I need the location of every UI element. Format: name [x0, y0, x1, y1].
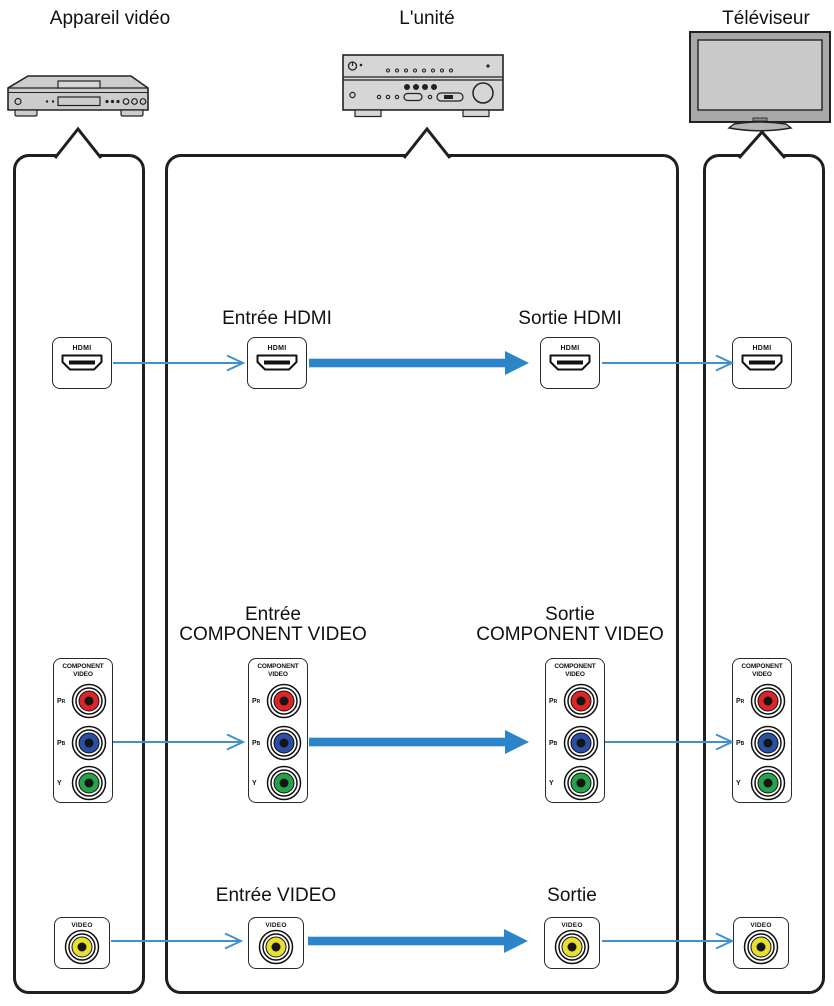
- y-rca-jack-icon: [71, 765, 107, 801]
- pb-jack-label: PB: [736, 739, 745, 747]
- hdmi-connector-icon: [741, 354, 783, 371]
- hdmi-jack-label: HDMI: [560, 345, 580, 352]
- video-rca-jack-icon: [64, 929, 100, 965]
- pr-jack-label: PR: [736, 697, 745, 705]
- video-jack-tv: VIDEO: [733, 917, 789, 969]
- hdmi-jack-video-device: HDMI: [52, 337, 112, 389]
- tv-panel: [703, 154, 825, 994]
- y-jack-label: Y: [57, 779, 62, 787]
- hdmi-connector-icon: [549, 354, 591, 371]
- pr-jack-label: PR: [57, 697, 66, 705]
- video-rca-jack-icon: [258, 929, 294, 965]
- unit-column-label: L'unité: [399, 8, 455, 29]
- video-input-jack-unit: VIDEO: [248, 917, 304, 969]
- hdmi-input-jack-unit: HDMI: [247, 337, 307, 389]
- pb-jack-label: PB: [252, 739, 261, 747]
- hdmi-cable-arrow-unit-to-tv: [602, 354, 735, 372]
- pr-rca-jack-icon: [563, 683, 599, 719]
- y-jack-label: Y: [252, 779, 257, 787]
- video-output-label: Sortie: [547, 885, 597, 906]
- component-output-label: Sortie COMPONENT VIDEO: [476, 604, 664, 645]
- unit-panel-notch: [403, 126, 451, 159]
- pb-jack-label: PB: [549, 739, 558, 747]
- y-rca-jack-icon: [563, 765, 599, 801]
- pr-rca-jack-icon: [71, 683, 107, 719]
- tv-panel-notch: [738, 129, 786, 159]
- video-jack-label: VIDEO: [750, 922, 772, 929]
- video-device-panel-notch: [54, 126, 102, 159]
- video-cable-arrow-unit-to-tv: [602, 932, 735, 950]
- video-jack-label: VIDEO: [265, 922, 287, 929]
- hdmi-input-label: Entrée HDMI: [222, 308, 332, 329]
- pb-jack-label: PB: [57, 739, 66, 747]
- hdmi-output-jack-unit: HDMI: [540, 337, 600, 389]
- pb-rca-jack-icon: [266, 725, 302, 761]
- pr-jack-label: PR: [252, 697, 261, 705]
- y-jack-label: Y: [736, 779, 741, 787]
- component-input-label: Entrée COMPONENT VIDEO: [179, 604, 367, 645]
- component-signal-arrow-through-unit: [309, 730, 529, 754]
- video-device-column-label: Appareil vidéo: [49, 8, 171, 29]
- video-device-panel: [13, 154, 145, 994]
- video-jack-video-device: VIDEO: [54, 917, 110, 969]
- video-cable-arrow-device-to-unit: [111, 932, 244, 950]
- hdmi-jack-label: HDMI: [752, 345, 772, 352]
- video-player-illustration: [7, 75, 149, 117]
- video-jack-label: VIDEO: [561, 922, 583, 929]
- pr-jack-label: PR: [549, 697, 558, 705]
- y-jack-label: Y: [549, 779, 554, 787]
- hdmi-jack-tv: HDMI: [732, 337, 792, 389]
- pb-rca-jack-icon: [750, 725, 786, 761]
- component-cable-arrow-device-to-unit: [113, 733, 246, 751]
- video-output-jack-unit: VIDEO: [544, 917, 600, 969]
- video-rca-jack-icon: [743, 929, 779, 965]
- pb-rca-jack-icon: [71, 725, 107, 761]
- y-rca-jack-icon: [750, 765, 786, 801]
- tv-column-label: Téléviseur: [722, 8, 810, 29]
- unit-panel: [165, 154, 679, 994]
- pb-rca-jack-icon: [563, 725, 599, 761]
- video-input-label: Entrée VIDEO: [215, 885, 337, 906]
- video-jack-label: VIDEO: [71, 922, 93, 929]
- hdmi-signal-arrow-through-unit: [309, 351, 529, 375]
- hdmi-output-label: Sortie HDMI: [518, 308, 622, 329]
- hdmi-jack-label: HDMI: [72, 345, 92, 352]
- pr-rca-jack-icon: [750, 683, 786, 719]
- video-rca-jack-icon: [554, 929, 590, 965]
- y-rca-jack-icon: [266, 765, 302, 801]
- pr-rca-jack-icon: [266, 683, 302, 719]
- av-receiver-illustration: [342, 54, 504, 118]
- video-signal-arrow-through-unit: [308, 929, 528, 953]
- hdmi-cable-arrow-device-to-unit: [113, 354, 246, 372]
- hdmi-jack-label: HDMI: [267, 345, 287, 352]
- hdmi-connector-icon: [61, 354, 103, 371]
- tv-illustration: [689, 31, 831, 132]
- hdmi-connector-icon: [256, 354, 298, 371]
- component-cable-arrow-unit-to-tv: [605, 733, 735, 751]
